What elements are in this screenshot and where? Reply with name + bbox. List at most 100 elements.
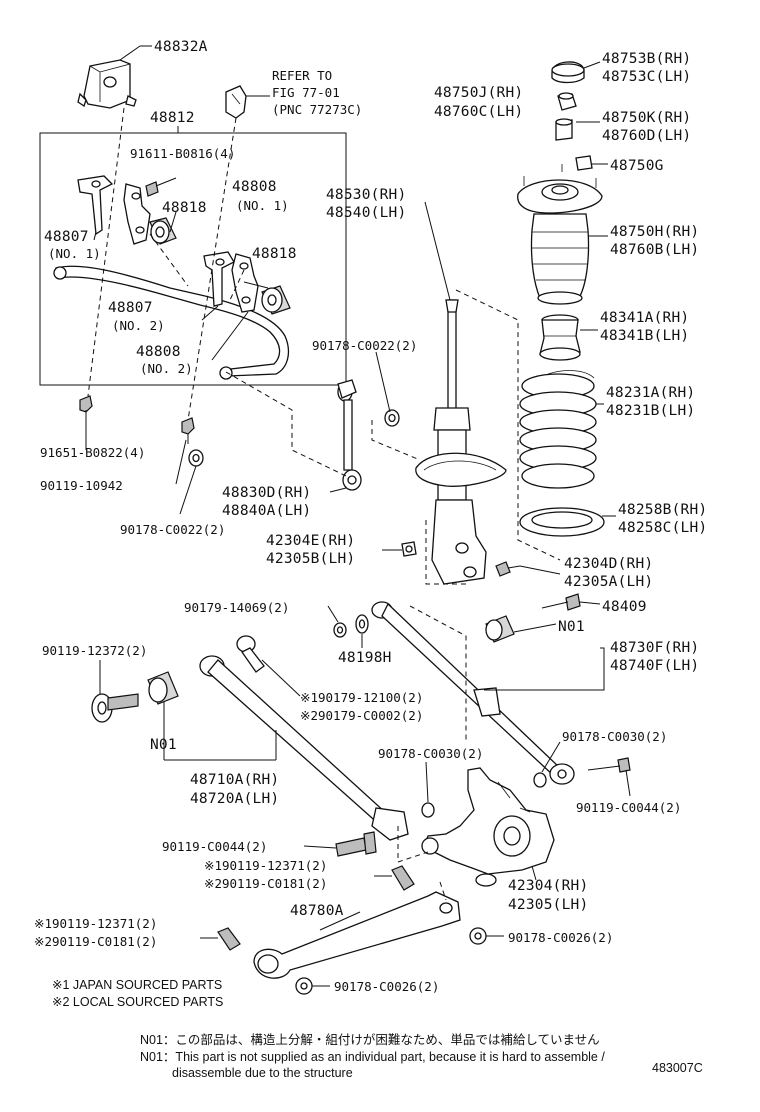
bolt-90119-c0044-left	[335, 831, 377, 857]
label-48409: 48409	[602, 599, 647, 615]
label-48808-no1-sub: (NO. 1)	[236, 198, 289, 213]
bushing-48818-b	[261, 285, 291, 315]
label-48258B: 48258B(RH)	[618, 502, 707, 518]
label-42305A: 42305A(LH)	[564, 574, 653, 590]
bushing-N01-upper	[485, 615, 515, 643]
label-48840A: 48840A(LH)	[222, 503, 311, 519]
stabilizer-link-48830D	[337, 379, 362, 491]
bracket-48807-no1	[77, 175, 114, 236]
label-48231B: 48231B(LH)	[606, 403, 695, 419]
nut-90178-c0022-left	[188, 449, 204, 467]
label-48540: 48540(LH)	[326, 205, 406, 221]
label-48830D: 48830D(RH)	[222, 485, 311, 501]
label-48807-no1: 48807	[44, 229, 89, 245]
label-90119-12372: 90119-12372(2)	[42, 643, 147, 658]
label-42304E: 42304E(RH)	[266, 533, 355, 549]
label-48818-b: 48818	[252, 246, 297, 262]
stabilizer-bar-48812	[53, 265, 290, 380]
note-japan-sourced: ※1 JAPAN SOURCED PARTS	[52, 978, 222, 992]
bolt-90119-12372	[91, 693, 139, 723]
nut-42304E	[401, 541, 417, 557]
label-90119-12371-lower: ※190119-12371(2)	[34, 916, 157, 931]
label-48818-a: 48818	[162, 200, 207, 216]
label-90178-c0030-right: 90178-C0030(2)	[562, 729, 667, 744]
label-48807-no1-sub: (NO. 1)	[48, 246, 101, 261]
bolt-42304D	[495, 561, 521, 577]
label-90119-c0044-right: 90119-C0044(2)	[576, 800, 681, 815]
label-48750K: 48750K(RH)	[602, 110, 691, 126]
bolt-91651	[79, 395, 93, 420]
nut-48750G	[575, 155, 593, 171]
bolt-48409	[541, 593, 581, 611]
label-42305B: 42305B(LH)	[266, 551, 355, 567]
label-90178-c0022-left: 90178-C0022(2)	[120, 522, 225, 537]
label-48807-no2-sub: (NO. 2)	[112, 318, 165, 333]
label-48753C: 48753C(LH)	[602, 69, 691, 85]
note-local-sourced: ※2 LOCAL SOURCED PARTS	[52, 995, 223, 1009]
bolt-91611	[145, 177, 177, 197]
label-refer-fig: FIG 77-01	[272, 85, 340, 100]
nut-90178-c0030-right	[533, 772, 547, 788]
label-48750H: 48750H(RH)	[610, 224, 699, 240]
label-48750J: 48750J(RH)	[434, 85, 523, 101]
label-48760D: 48760D(LH)	[602, 128, 691, 144]
label-90119-10942: 90119-10942	[40, 478, 123, 493]
label-48231A: 48231A(RH)	[606, 385, 695, 401]
label-48730F: 48730F(RH)	[610, 640, 699, 656]
label-48760C: 48760C(LH)	[434, 104, 523, 120]
label-refer-pnc: (PNC 77273C)	[272, 102, 362, 117]
note-n01-japanese: N01：この部品は、構造上分解・組付けが困難なため、単品では補給していません	[140, 1032, 600, 1047]
label-48753B: 48753B(RH)	[602, 51, 691, 67]
label-48812: 48812	[150, 110, 195, 126]
dust-cap-48753B	[551, 61, 585, 84]
bolt-90119-12371-upper	[391, 865, 415, 891]
bolt-90119-12371-lower	[217, 927, 241, 951]
label-90178-c0026-left: 90178-C0026(2)	[334, 979, 439, 994]
bracket-48808-no1	[123, 183, 151, 245]
arm-48710A	[199, 655, 409, 841]
arm-48780A-upper-link	[236, 635, 265, 673]
label-42305: 42305(LH)	[508, 897, 588, 913]
nut-90178-c0030-left	[421, 802, 435, 818]
spring-insulator-48258B	[519, 507, 605, 537]
shock-absorber-48530	[415, 299, 507, 585]
label-91651: 91651-B0822(4)	[40, 445, 145, 460]
label-48258C: 48258C(LH)	[618, 520, 707, 536]
bracket-48832A	[77, 59, 137, 109]
knuckle-42304	[421, 767, 555, 887]
label-N01-lower: N01	[150, 737, 177, 753]
stabilizer-group-box	[39, 132, 347, 386]
note-n01-english-2: disassemble due to the structure	[172, 1066, 353, 1080]
label-48808-no2: 48808	[136, 344, 181, 360]
label-48198H: 48198H	[338, 650, 392, 666]
refer-bracket-icon	[225, 85, 247, 119]
bushing-N01-lower	[147, 671, 179, 705]
label-48341A: 48341A(RH)	[600, 310, 689, 326]
label-90179-c0002: ※290179-C0002(2)	[300, 708, 423, 723]
washer-48198H	[355, 614, 369, 634]
bracket-48808-no2	[231, 253, 259, 313]
bracket-48807-no2	[203, 251, 235, 307]
label-90119-c0181-upper: ※290119-C0181(2)	[204, 876, 327, 891]
note-n01-english-1: N01：This part is not supplied as an indi…	[140, 1050, 605, 1064]
bump-stopper-48341A	[539, 314, 581, 361]
nut-90178-c0022-right	[384, 409, 400, 427]
label-48807-no2: 48807	[108, 300, 153, 316]
label-90179-14069: 90179-14069(2)	[184, 600, 289, 615]
label-48740F: 48740F(LH)	[610, 658, 699, 674]
figure-code: 483007C	[652, 1061, 703, 1075]
arm-48780A	[253, 891, 461, 979]
coil-spring-48231A	[519, 370, 597, 489]
strut-mount-48750H	[517, 164, 603, 305]
label-90178-c0022-right: 90178-C0022(2)	[312, 338, 417, 353]
nut-90179-14069	[333, 622, 347, 638]
nut-90178-c0026-right	[469, 927, 487, 945]
nut-48750K	[555, 92, 577, 141]
label-48808-no1: 48808	[232, 179, 277, 195]
label-N01-upper: N01	[558, 619, 585, 635]
label-90119-c0181-lower: ※290119-C0181(2)	[34, 934, 157, 949]
label-48341B: 48341B(LH)	[600, 328, 689, 344]
label-refer-to: REFER TO	[272, 68, 332, 83]
